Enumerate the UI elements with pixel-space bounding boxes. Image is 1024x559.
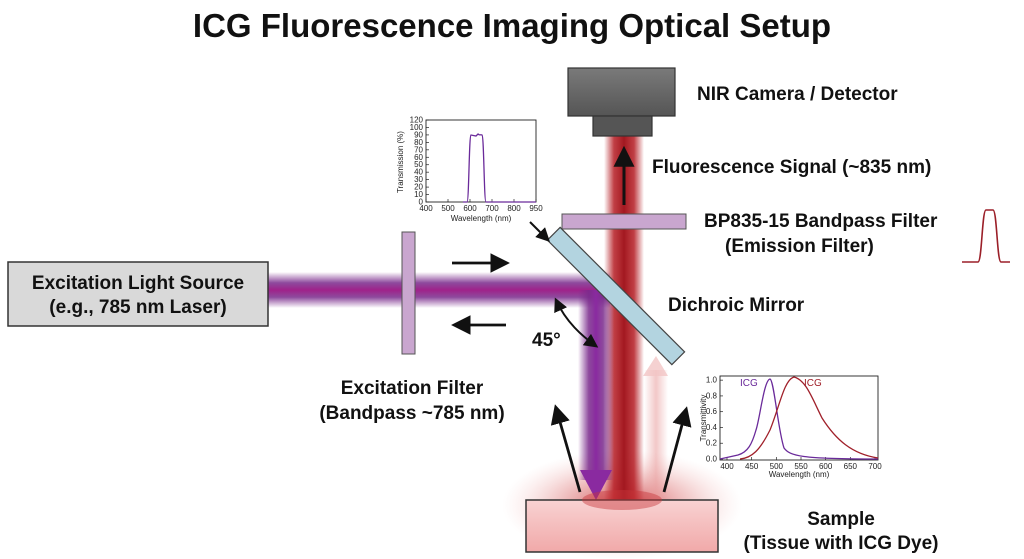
transmission-xtick-label: 400 [419, 204, 433, 213]
spectra-ytick-label: 0.0 [706, 455, 718, 464]
transmission-ytick-label: 20 [414, 183, 423, 192]
camera-label: NIR Camera / Detector [697, 84, 898, 105]
source-label-line2: (e.g., 785 nm Laser) [49, 297, 226, 318]
bandpass-profile-icon [962, 209, 1010, 263]
excitation-light-source [7, 261, 269, 327]
scattered-glow-arrowhead [643, 356, 668, 376]
nir-camera-body [567, 67, 676, 117]
dichroic-label: Dichroic Mirror [668, 295, 805, 316]
spectra-xtick-label: 700 [868, 462, 882, 471]
transmission-xlabel: Wavelength (nm) [451, 214, 512, 223]
transmission-ytick-label: 0 [419, 198, 424, 207]
spectra-series-label-1: ICG [740, 378, 758, 389]
transmission-ytick-label: 70 [414, 145, 423, 154]
emission-filter-label-line2: (Emission Filter) [725, 236, 874, 257]
spectra-ytick-label: 1.0 [706, 376, 718, 385]
transmission-xtick-label: 800 [507, 204, 521, 213]
transmission-xtick-label: 700 [485, 204, 499, 213]
spectra-emission-curve [739, 376, 879, 460]
plot-pointer-arrow [529, 221, 550, 242]
spectra-xtick-label: 600 [819, 462, 833, 471]
spectra-xtick-label: 650 [844, 462, 858, 471]
spectra-ytick-label: 0.4 [706, 423, 718, 432]
signal-label: Fluorescence Signal (~835 nm) [652, 157, 931, 178]
excitation-filter [401, 231, 416, 355]
emission-arrow-right [662, 406, 692, 493]
transmission-curve [463, 133, 536, 203]
spectra-plot: 0.0 0.2 0.4 0.6 0.8 1.0 400 450 500 550 600 650 700… [699, 375, 882, 479]
page-title: ICG Fluorescence Imaging Optical Setup [193, 7, 831, 44]
nir-camera-lens [592, 115, 653, 137]
spectra-xlabel: Wavelength (nm) [769, 470, 830, 479]
spectra-xtick-label: 400 [720, 462, 734, 471]
transmission-xtick-label: 600 [463, 204, 477, 213]
sample [525, 499, 719, 553]
spectra-ytick-label: 0.6 [706, 407, 718, 416]
spectra-absorption-curve [719, 378, 879, 460]
sample-illumination-spot [582, 490, 662, 510]
excitation-filter-label-line2: (Bandpass ~785 nm) [319, 403, 504, 424]
transmission-ytick-label: 120 [410, 116, 424, 125]
spectra-series-label-2: ICG [804, 378, 822, 389]
transmission-xtick-label: 950 [529, 204, 543, 213]
excitation-beam-vertical [578, 290, 614, 480]
angle-arc [554, 297, 599, 348]
transmission-ytick-label: 30 [414, 175, 423, 184]
excitation-filter-label-line1: Excitation Filter [341, 378, 484, 399]
transmission-ytick-label: 60 [414, 153, 423, 162]
transmission-ytick-label: 50 [414, 160, 423, 169]
spectra-plot-frame [719, 375, 879, 461]
emission-filter-label-line1: BP835-15 Bandpass Filter [704, 211, 938, 232]
spectra-ytick-label: 0.8 [706, 391, 718, 400]
transmission-ytick-label: 10 [414, 190, 423, 199]
transmission-ytick-label: 90 [414, 130, 423, 139]
spectra-ylabel: Transmittivity [699, 395, 708, 442]
emission-filter [561, 213, 687, 230]
source-label-line1: Excitation Light Source [32, 273, 244, 294]
spectra-ytick-label: 0.2 [706, 439, 718, 448]
scattered-glow-beam [644, 370, 668, 500]
spectra-xtick-label: 500 [770, 462, 784, 471]
transmission-xtick-label: 500 [441, 204, 455, 213]
transmission-plot-frame [425, 119, 537, 203]
excitation-beam-horizontal [268, 272, 610, 308]
transmission-ylabel: Transmission (%) [396, 131, 405, 193]
transmission-ytick-label: 40 [414, 168, 423, 177]
excitation-beam-arrowhead [580, 470, 612, 500]
spectra-xtick-label: 550 [794, 462, 808, 471]
transmission-ytick-label: 80 [414, 138, 423, 147]
spectra-xtick-label: 450 [745, 462, 759, 471]
sample-label-line1: Sample [807, 509, 875, 530]
transmission-ytick-label: 100 [410, 123, 424, 132]
dichroic-mirror [546, 226, 686, 366]
sample-label-line2: (Tissue with ICG Dye) [744, 533, 939, 554]
emission-arrow-left [550, 404, 582, 493]
angle-label: 45° [532, 330, 561, 351]
